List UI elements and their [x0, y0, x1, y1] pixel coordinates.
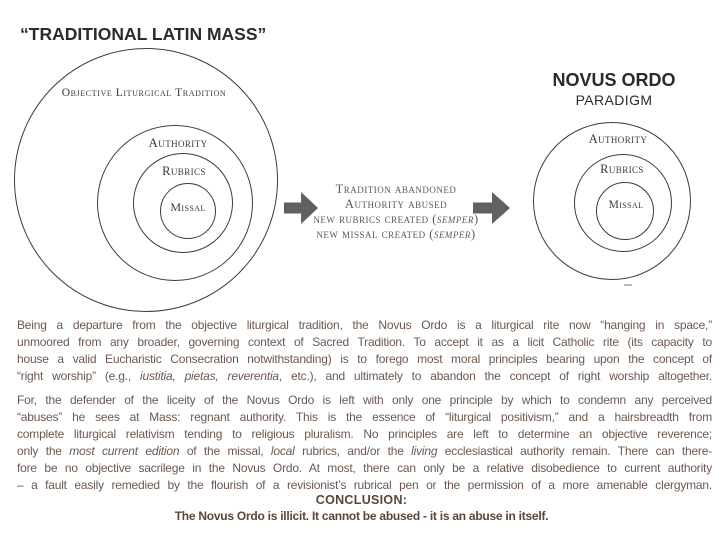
label-no-rubrics: Rubrics [600, 162, 644, 176]
label-rubrics: Rubrics [162, 164, 206, 178]
body-paragraph-1: Being a departure from the objective lit… [17, 317, 712, 385]
text-line: Tradition abandoned [335, 182, 457, 196]
circle-missal [160, 183, 216, 239]
page-title: “TRADITIONAL LATIN MASS” [20, 24, 267, 44]
text-line: only the most current edition of the mis… [17, 444, 712, 458]
label-authority: Authority [148, 135, 208, 150]
text-line: “right worship” (e.g., iustitia, pietas,… [17, 369, 712, 383]
arrow-icon-left [284, 192, 318, 224]
text-line: – a fault easily remedied by the flouris… [17, 478, 712, 492]
label-objective-tradition: Objective Liturgical Tradition [61, 87, 227, 99]
novus-ordo-title: NOVUS ORDO [552, 70, 676, 90]
circle-rubrics [133, 153, 233, 253]
text-line: complete liturgical relativism tending t… [17, 427, 712, 441]
conclusion-statement: The Novus Ordo is illicit. It cannot be … [174, 509, 549, 523]
novus-ordo-subtitle: PARADIGM [575, 92, 653, 108]
body-paragraph-2: For, the defender of the liceity of the … [17, 392, 712, 494]
text-line: Being a departure from the objective lit… [17, 318, 712, 332]
stray-dash [624, 284, 632, 286]
label-no-missal: Missal [608, 199, 644, 211]
text-line: “abuses” he sees at Mass: regnant author… [17, 410, 712, 424]
text-line: house a valid Eucharistic Consecration n… [17, 352, 712, 366]
text-line: fore be no objective sacrilege in the No… [17, 461, 712, 475]
text-line: Authority abused [344, 197, 448, 211]
label-no-authority: Authority [588, 132, 648, 146]
text-line: For, the defender of the liceity of the … [17, 393, 712, 407]
text-line: unmoored from any broader, governing con… [17, 335, 712, 349]
text-line: new rubrics created (semper) [313, 212, 479, 226]
circle-no-missal [596, 182, 654, 240]
text-line: new missal created (semper) [316, 227, 476, 241]
conclusion-heading: CONCLUSION: [315, 493, 408, 507]
circle-no-rubrics [574, 154, 672, 252]
circle-objective-tradition [14, 48, 278, 312]
circle-no-authority [533, 122, 691, 280]
arrow-icon-right [473, 192, 510, 224]
label-missal: Missal [170, 200, 206, 214]
circle-authority [97, 125, 253, 281]
